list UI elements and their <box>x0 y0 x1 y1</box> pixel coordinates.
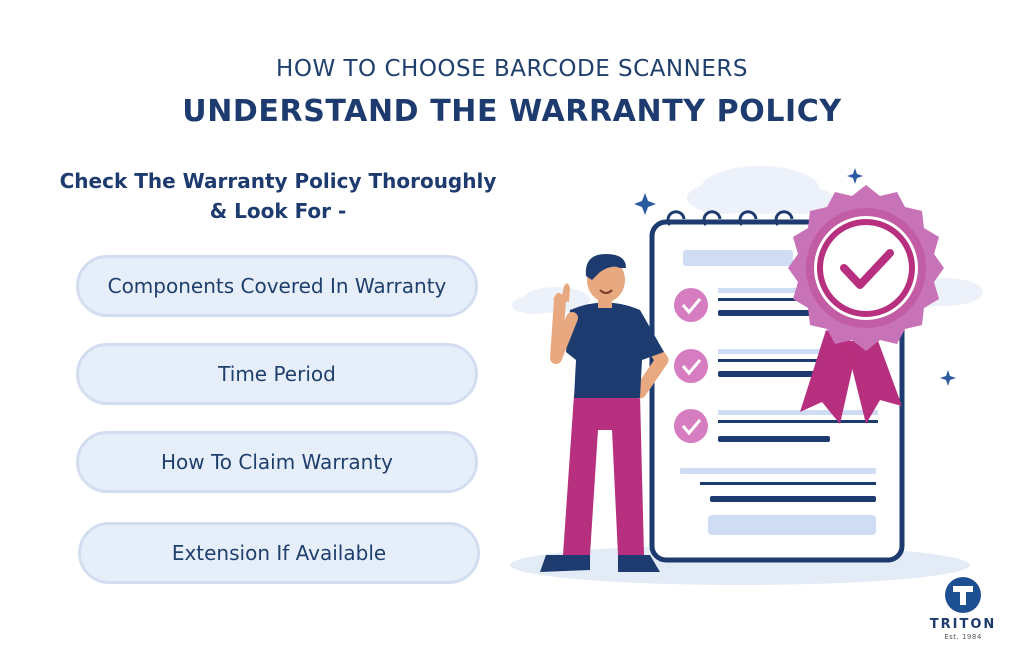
check-icon <box>674 349 708 383</box>
page-subtitle: HOW TO CHOOSE BARCODE SCANNERS <box>276 56 748 82</box>
sparkle-icon <box>847 168 863 184</box>
list-item-extension: Extension If Available <box>78 522 480 584</box>
award-badge-icon <box>788 185 944 424</box>
list-item-time-period: Time Period <box>76 343 478 405</box>
check-icon <box>674 288 708 322</box>
intro-line-2: & Look For - <box>209 199 347 223</box>
page-title: UNDERSTAND THE WARRANTY POLICY <box>182 94 842 129</box>
logo-established: Est. 1984 <box>944 633 982 641</box>
binder-rings <box>666 210 794 226</box>
doc-heading-bar <box>683 250 793 266</box>
list-item-label: Extension If Available <box>171 541 387 565</box>
cloud-icon <box>687 166 834 214</box>
list-item-label: Time Period <box>218 362 336 386</box>
doc-line <box>710 496 876 502</box>
check-row <box>674 409 878 443</box>
logo-name: TRITON <box>929 617 997 632</box>
person-illustration <box>540 254 669 572</box>
list-item-label: Components Covered In Warranty <box>107 274 447 298</box>
list-item-components: Components Covered In Warranty <box>76 255 478 317</box>
check-icon <box>674 409 708 443</box>
doc-line <box>708 515 876 535</box>
doc-line <box>700 482 876 485</box>
triton-logo: TRITON Est. 1984 <box>928 577 998 641</box>
logo-icon <box>945 577 981 613</box>
list-item-label: How To Claim Warranty <box>160 450 394 474</box>
doc-line <box>680 468 876 474</box>
intro-line-1: Check The Warranty Policy Thoroughly <box>59 169 497 193</box>
list-item-claim: How To Claim Warranty <box>76 431 478 493</box>
sparkle-icon <box>634 193 656 215</box>
sparkle-icon <box>940 370 956 386</box>
intro-text: Check The Warranty Policy Thoroughly & L… <box>40 166 516 226</box>
